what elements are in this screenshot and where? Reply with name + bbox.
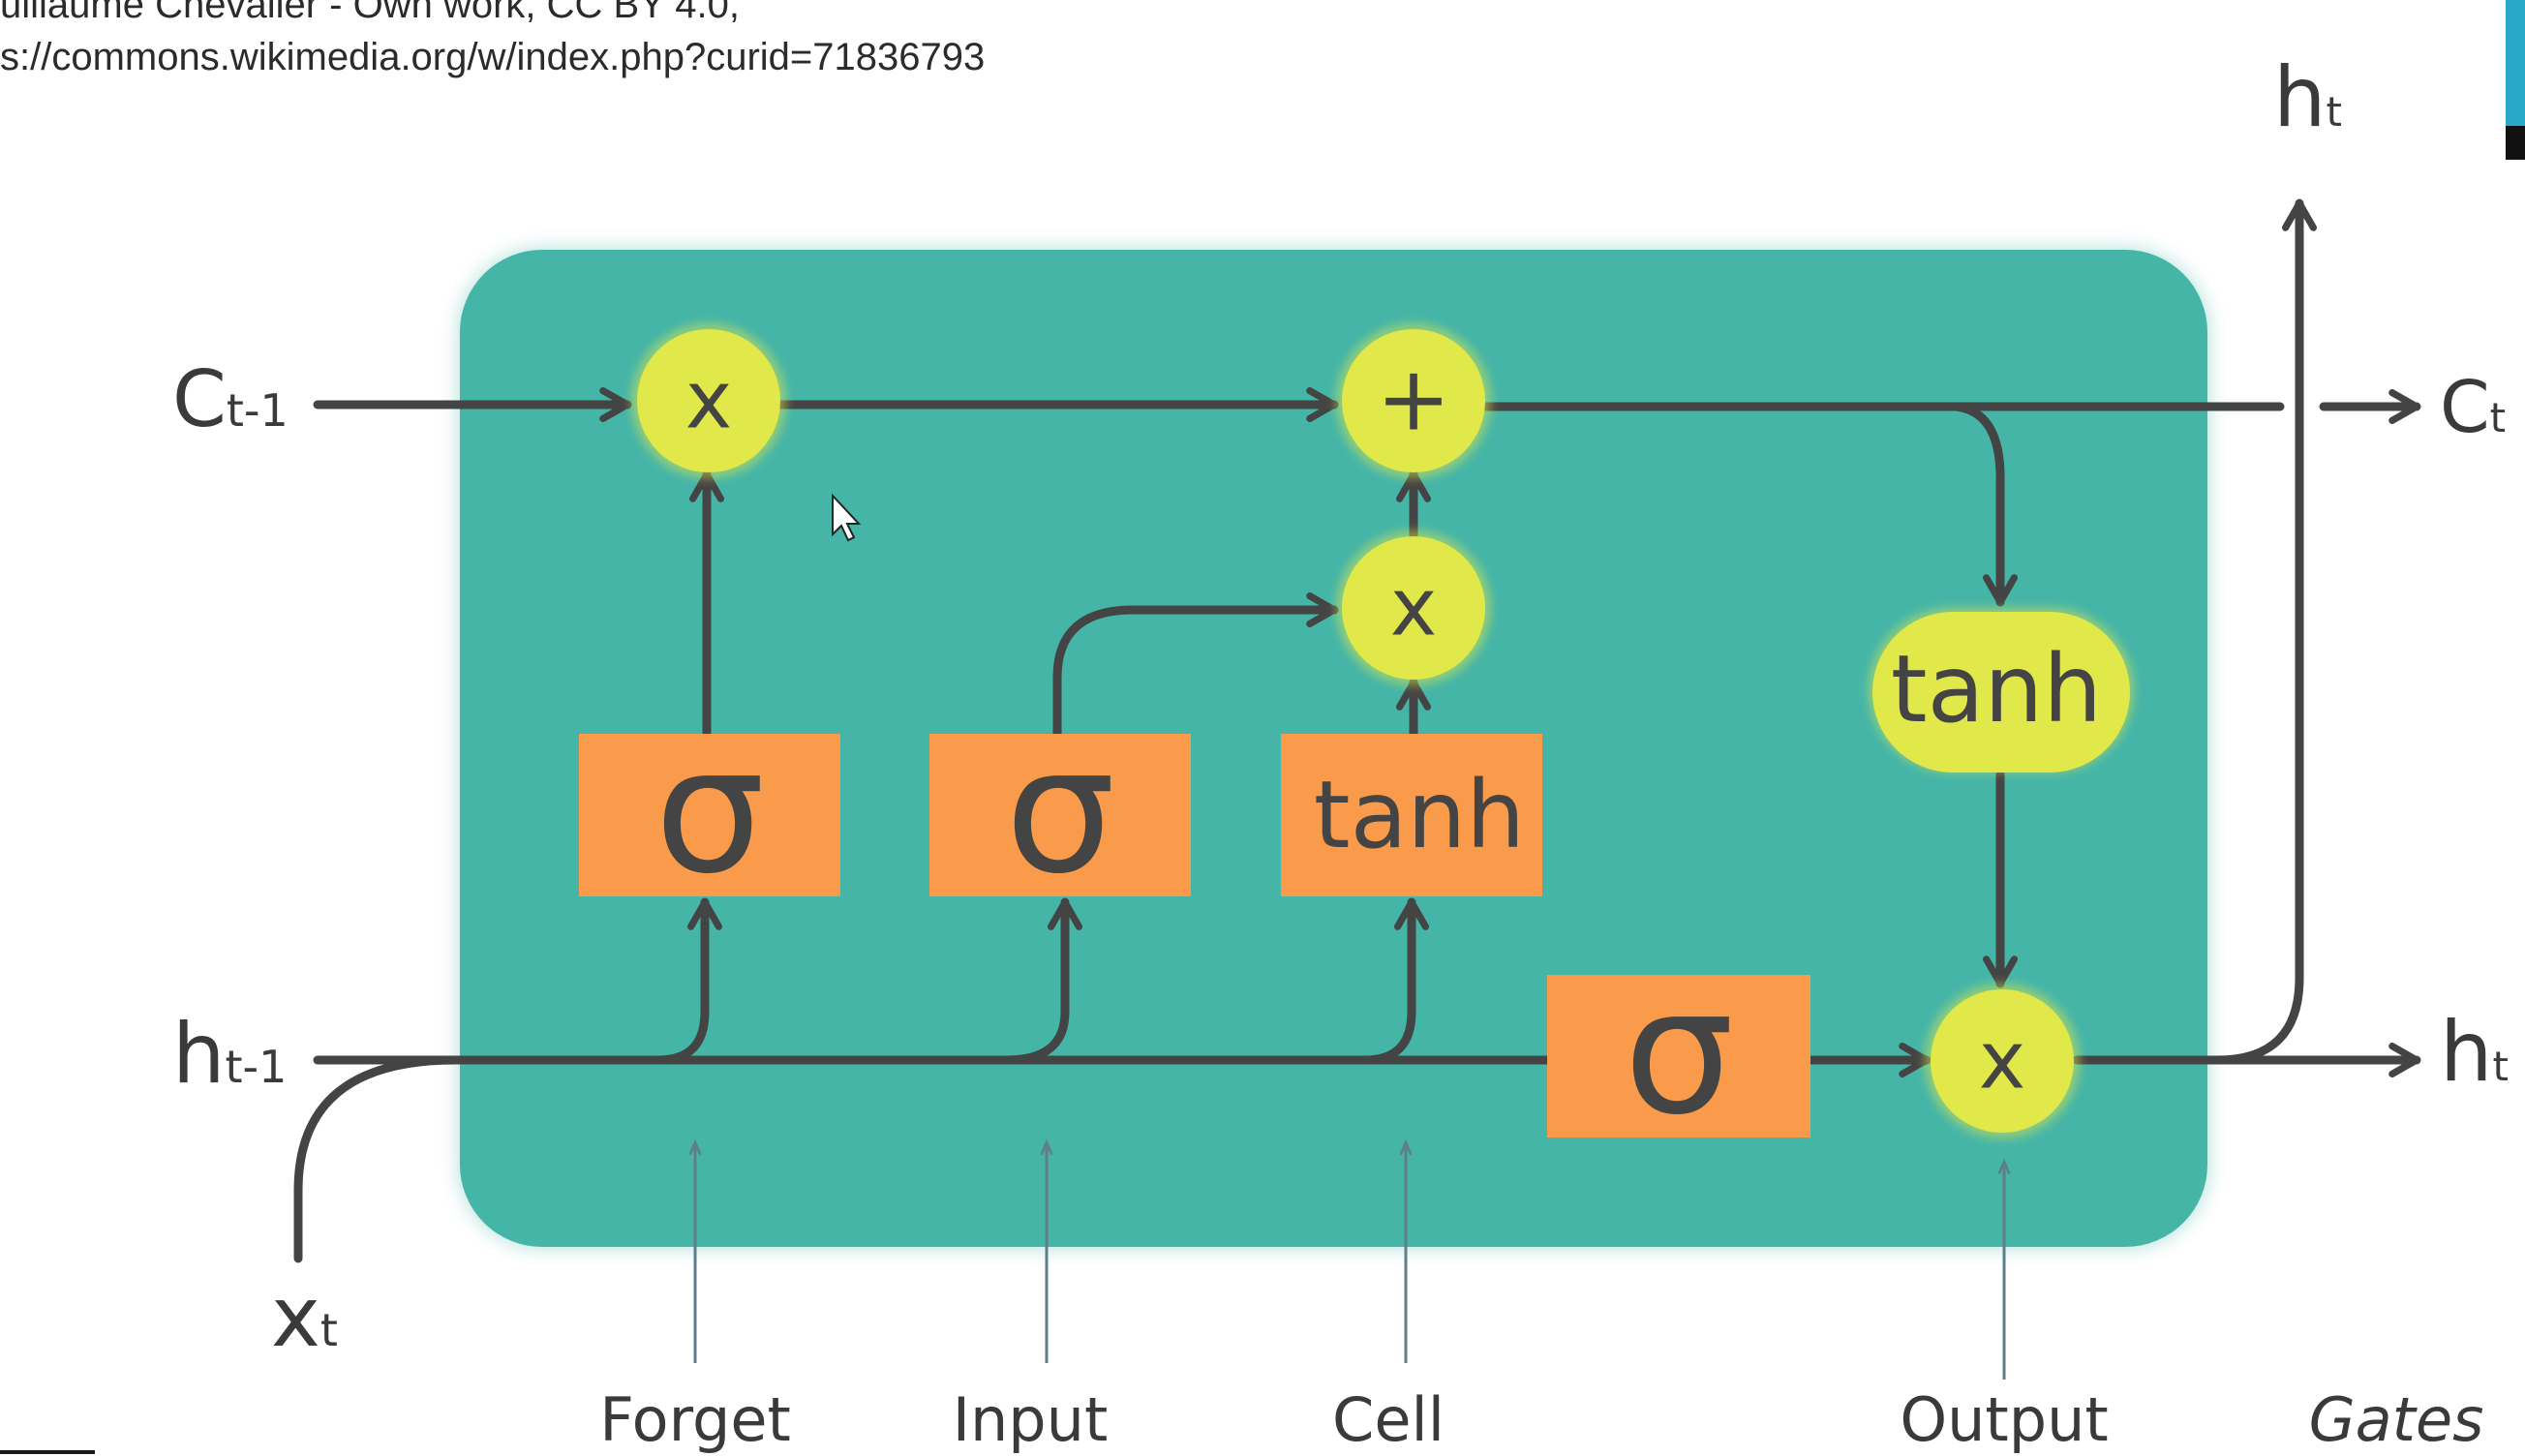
forget-mult-symbol: x: [685, 355, 733, 447]
input-gate-symbol: σ: [1005, 711, 1115, 913]
input-mult-symbol: x: [1390, 562, 1438, 654]
cell-gate-box: tanh: [1281, 734, 1542, 896]
input-to-mult-line: [1052, 592, 1339, 739]
cell-to-tanh-line: [1951, 402, 2018, 607]
forget-mult-op: x: [631, 323, 786, 478]
forget-gate-label: Forget: [599, 1384, 791, 1455]
add-op: +: [1336, 323, 1491, 478]
h-top-label: ht: [2273, 49, 2342, 146]
x-input-label: xt: [271, 1269, 338, 1366]
attribution-line-1: uillaume Chevalier - Own work, CC BY 4.0…: [0, 0, 740, 26]
cell-branch-line: [1360, 897, 1429, 1065]
cell-gate-symbol: tanh: [1314, 761, 1525, 869]
output-tanh-symbol: tanh: [1891, 635, 2102, 743]
c-prev-label: Ct-1: [172, 354, 289, 444]
cell-gate-label: Cell: [1332, 1384, 1445, 1455]
input-gate-box: σ: [929, 711, 1191, 913]
attribution-line-2: s://commons.wikimedia.org/w/index.php?cu…: [0, 36, 985, 78]
forget-branch-line: [654, 897, 722, 1065]
add-symbol: +: [1376, 348, 1450, 451]
gates-title: Gates: [2309, 1384, 2484, 1455]
c-next-label: Ct: [2440, 366, 2506, 449]
forget-gate-symbol: σ: [654, 711, 765, 913]
connection-lines: [293, 198, 2421, 1263]
gate-pointer-lines: [688, 1138, 2011, 1380]
hidden-up-line: [2212, 198, 2317, 1065]
output-tanh-op: tanh: [1869, 608, 2134, 773]
h-prev-label: ht-1: [172, 1006, 287, 1103]
input-mult-op: x: [1336, 531, 1491, 685]
h-next-label: ht: [2440, 1004, 2509, 1101]
output-mult-op: x: [1925, 984, 2080, 1138]
input-x-line: [293, 1055, 460, 1263]
output-gate-box: σ: [1547, 952, 1810, 1154]
forget-gate-box: σ: [579, 711, 840, 913]
output-gate-symbol: σ: [1624, 952, 1734, 1154]
input-gate-label: Input: [953, 1384, 1109, 1455]
mouse-cursor-icon: [832, 493, 862, 542]
input-branch-line: [1002, 897, 1082, 1065]
output-mult-symbol: x: [1979, 1016, 2026, 1107]
output-gate-label: Output: [1900, 1384, 2108, 1455]
corner-mark: [0, 1450, 95, 1454]
video-thumbnail: [2506, 0, 2525, 160]
